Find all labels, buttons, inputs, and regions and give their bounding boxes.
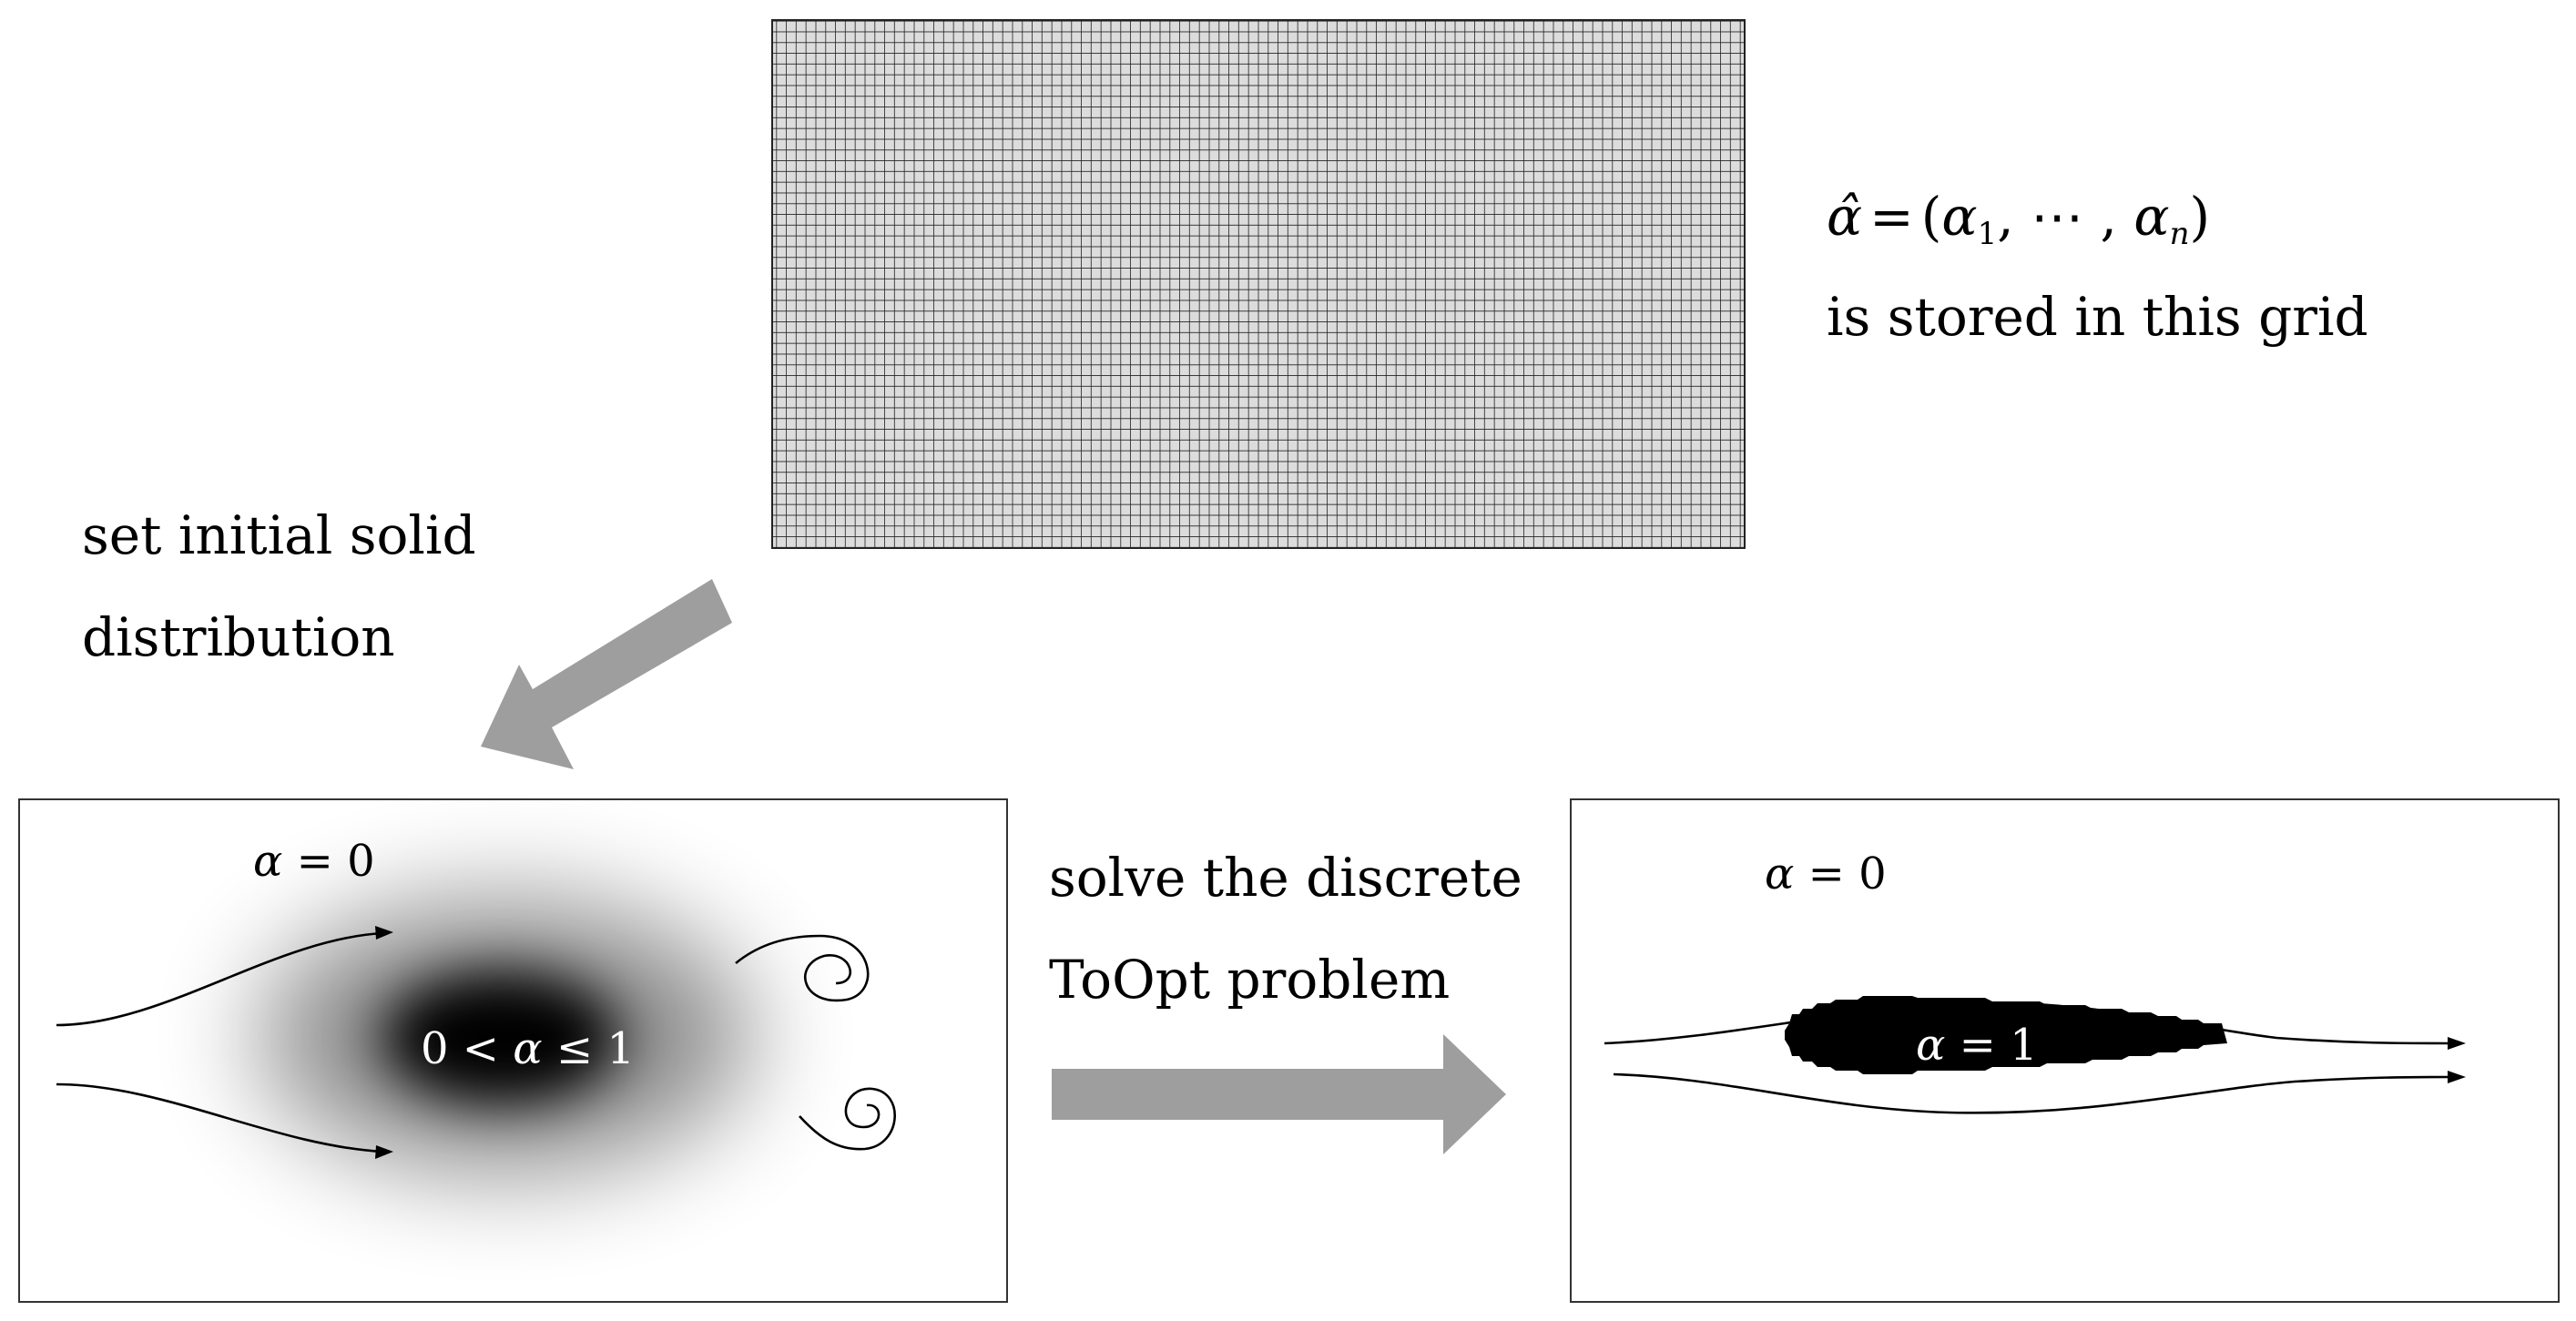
blurred-solid-region [260, 899, 751, 1173]
step1-label-line1: set initial solid [82, 504, 476, 566]
arrowhead-bottom [375, 1145, 393, 1159]
streamline-bottom [1613, 1072, 2450, 1114]
vortex-upper [735, 934, 870, 1002]
streamline-top [1604, 1001, 2450, 1045]
step2-label-line2: ToOpt problem [1049, 949, 1450, 1011]
arrowhead-right-top [2448, 1037, 2466, 1050]
alpha-range-label: 0 < α ≤ 1 [421, 1023, 635, 1074]
design-grid [771, 19, 1746, 549]
solve-arrow [1052, 1034, 1506, 1154]
alpha-zero-label-left: α = 0 [253, 836, 375, 887]
step1-label-line2: distribution [82, 606, 395, 668]
optimized-result-panel: α = 0 α = 1 [1570, 798, 2560, 1303]
initial-distribution-panel: α = 0 0 < α ≤ 1 [18, 798, 1008, 1303]
vortex-lower [799, 1087, 896, 1151]
step2-label-line1: solve the discrete [1049, 847, 1522, 909]
grid-caption-line2: is stored in this grid [1827, 286, 2368, 348]
solid-body [1785, 996, 2227, 1074]
inflow-streamline-top [56, 931, 383, 1027]
arrowhead-top [375, 926, 393, 940]
alpha-vector-formula: α̂=(α1, ⋯ , αn) [1827, 186, 2210, 252]
inflow-streamline-bottom [56, 1082, 383, 1153]
set-distribution-arrow [481, 579, 732, 769]
alpha-one-label: α = 1 [1916, 1020, 2038, 1071]
arrowhead-right-bottom [2448, 1071, 2466, 1083]
alpha-zero-label-right: α = 0 [1765, 848, 1887, 899]
